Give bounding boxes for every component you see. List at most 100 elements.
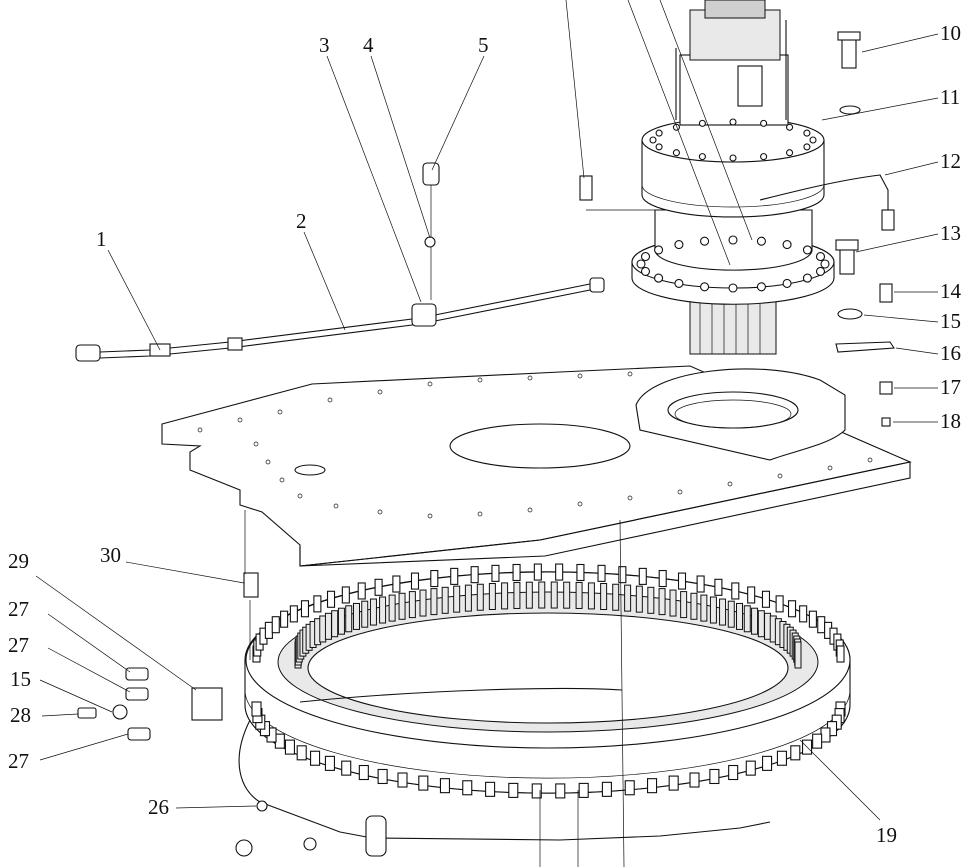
ring-bolt bbox=[658, 569, 667, 588]
callout-18: 18 bbox=[940, 409, 961, 433]
motor-bolt bbox=[815, 252, 826, 262]
motor-bolt bbox=[803, 129, 811, 137]
ring-bolt bbox=[296, 745, 307, 761]
ring-bolt bbox=[462, 780, 473, 796]
ring-tooth bbox=[430, 588, 438, 616]
motor-bolt bbox=[782, 240, 792, 250]
ring-bolt bbox=[450, 567, 459, 585]
ring-tooth bbox=[513, 581, 521, 609]
ring-bolt bbox=[689, 772, 700, 788]
ring-bolt bbox=[578, 782, 589, 798]
ring-bolt bbox=[555, 563, 564, 581]
ring-tooth bbox=[736, 602, 744, 630]
ring-bolt bbox=[576, 563, 585, 582]
slew-boss bbox=[635, 368, 846, 461]
ring-tooth bbox=[709, 596, 717, 624]
ring-bolt bbox=[790, 745, 801, 761]
ring-bolt bbox=[618, 566, 627, 584]
callout-15: 15 bbox=[940, 309, 961, 333]
ring-tooth bbox=[319, 615, 327, 643]
leader-lines bbox=[35, 0, 939, 867]
ring-tooth bbox=[563, 581, 571, 609]
callout-30: 30 bbox=[100, 543, 121, 567]
swing-motor-reducer bbox=[631, 0, 835, 355]
ring-bolt bbox=[310, 750, 321, 766]
ring-bolt bbox=[531, 783, 542, 799]
ring-bolt bbox=[274, 733, 285, 749]
motor-bolt bbox=[698, 153, 706, 161]
ring-bolt bbox=[341, 586, 350, 604]
ring-tooth bbox=[369, 598, 377, 626]
ring-bolt bbox=[439, 778, 451, 794]
ring-bolt bbox=[357, 582, 366, 600]
motor-bolt bbox=[654, 245, 664, 255]
callout-16: 16 bbox=[940, 341, 961, 365]
ring-bolt bbox=[313, 595, 322, 613]
motor-bolt bbox=[802, 273, 812, 283]
ring-bolt bbox=[251, 701, 262, 717]
ring-bolt bbox=[377, 768, 388, 785]
motor-bolt bbox=[674, 278, 684, 288]
ring-teeth bbox=[294, 581, 802, 669]
ring-tooth bbox=[550, 581, 558, 609]
motor-bolt bbox=[700, 282, 710, 292]
ring-tooth bbox=[658, 588, 666, 616]
motor-bolt bbox=[729, 154, 737, 162]
ring-tooth bbox=[324, 612, 332, 640]
callout-14: 14 bbox=[940, 279, 962, 303]
ring-tooth bbox=[757, 610, 765, 638]
ring-bolt bbox=[745, 760, 756, 776]
motor-bolt bbox=[672, 149, 680, 157]
callout-12: 12 bbox=[940, 149, 961, 173]
side-parts bbox=[77, 31, 895, 741]
motor-bolt bbox=[760, 153, 768, 161]
motor-bolt bbox=[728, 235, 738, 245]
ring-tooth bbox=[441, 586, 449, 614]
ring-bolt bbox=[709, 768, 720, 785]
lube-lines bbox=[235, 687, 771, 857]
ring-tooth bbox=[751, 607, 759, 635]
ring-tooth bbox=[501, 582, 509, 610]
ring-tooth bbox=[419, 589, 427, 617]
ring-bolts bbox=[251, 563, 846, 799]
motor-bolt bbox=[809, 136, 817, 144]
ring-tooth bbox=[345, 605, 353, 633]
callout-17: 17 bbox=[940, 375, 961, 399]
ring-tooth bbox=[647, 586, 655, 614]
ring-bolt bbox=[696, 575, 705, 593]
ring-tooth bbox=[538, 581, 546, 609]
ring-bolt bbox=[485, 781, 496, 797]
ring-tooth bbox=[794, 641, 802, 669]
motor-bolt bbox=[820, 259, 830, 269]
ring-tooth bbox=[337, 607, 345, 635]
ring-bolt bbox=[601, 781, 612, 797]
ring-bolt bbox=[555, 783, 566, 799]
callout-2: 2 bbox=[296, 209, 307, 233]
ring-tooth bbox=[612, 583, 620, 611]
grease-hose bbox=[75, 162, 605, 362]
callout-11: 11 bbox=[940, 85, 960, 109]
ring-tooth bbox=[700, 594, 708, 622]
ring-bolt bbox=[289, 605, 298, 623]
ring-tooth bbox=[464, 584, 472, 612]
motor-bolt bbox=[655, 129, 663, 137]
ring-bolt bbox=[392, 575, 401, 593]
ring-tooth bbox=[398, 592, 406, 620]
motor-bolt bbox=[786, 149, 794, 157]
ring-bolt bbox=[668, 775, 679, 791]
ring-tooth bbox=[669, 589, 677, 617]
ring-bolt bbox=[787, 600, 797, 618]
ring-bolt bbox=[533, 563, 542, 581]
ring-bolt bbox=[747, 586, 756, 604]
motor-bolt bbox=[756, 282, 766, 292]
ring-bolt bbox=[597, 564, 606, 582]
ring-bolt bbox=[264, 621, 273, 639]
ring-tooth bbox=[575, 581, 583, 609]
ring-tooth bbox=[331, 610, 339, 638]
ring-bolt bbox=[326, 590, 336, 608]
ring-bolt bbox=[776, 750, 787, 766]
motor-bolt bbox=[654, 273, 664, 283]
callout-4: 4 bbox=[363, 33, 374, 57]
ring-tooth bbox=[635, 585, 643, 613]
